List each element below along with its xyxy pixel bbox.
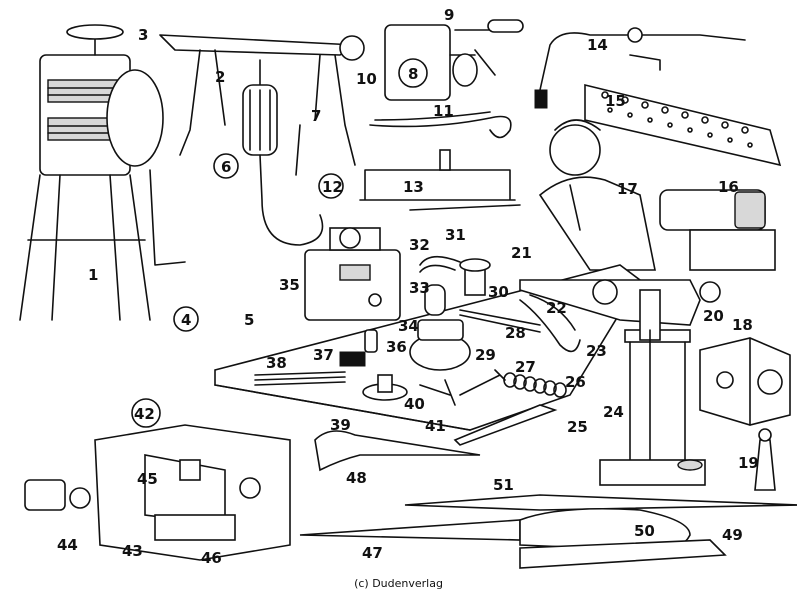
label-20: 20 [703,307,724,325]
label-22: 22 [546,299,567,317]
hammer [419,369,506,406]
label-49: 49 [722,526,743,544]
label-12: 12 [322,178,343,196]
label-6: 6 [221,158,231,176]
label-27: 27 [515,358,536,376]
draw-plate [584,83,782,167]
polishing-unit [24,424,291,561]
label-16: 16 [718,178,739,196]
label-51: 51 [493,476,514,494]
sawing-frame [159,34,365,166]
label-7: 7 [311,107,321,125]
label-42: 42 [134,405,155,423]
flat-file [519,539,727,569]
riffler-file [404,494,797,511]
label-4: 4 [181,311,191,329]
pendant-motor [242,59,324,246]
polishing-motor [384,19,524,101]
label-47: 47 [362,544,383,562]
casting-machine [304,227,401,321]
label-13: 13 [403,178,424,196]
hydraulic-press [599,289,706,486]
tweezers [459,309,541,333]
label-39: 39 [330,416,351,434]
needle-files [254,371,346,386]
label-2: 2 [215,68,225,86]
label-8: 8 [408,65,418,83]
tongs [369,111,512,139]
label-34: 34 [398,317,419,335]
label-33: 33 [409,279,430,297]
copyright-caption: (c) Dudenverlag [354,577,443,590]
label-30: 30 [488,283,509,301]
label-14: 14 [587,36,608,54]
label-23: 23 [586,342,607,360]
borax-bottle [339,329,378,367]
callout-labels: 1 2 3 4 5 6 7 8 9 10 11 12 13 14 15 16 1… [57,6,759,567]
blowpipe-torch [534,27,746,109]
label-48: 48 [346,469,367,487]
label-1: 1 [88,266,98,284]
label-10: 10 [356,70,377,88]
label-41: 41 [425,417,446,435]
gas-burner [459,258,491,296]
label-44: 44 [57,536,78,554]
label-28: 28 [505,324,526,342]
label-11: 11 [433,102,454,120]
rolling-mill [19,24,186,321]
label-17: 17 [617,180,638,198]
label-21: 21 [511,244,532,262]
label-32: 32 [409,236,430,254]
sawing-stake [362,374,408,401]
label-37: 37 [313,346,334,364]
label-31: 31 [445,226,466,244]
label-38: 38 [266,354,287,372]
label-40: 40 [404,395,425,413]
pliers [519,294,581,353]
hand-file [299,519,521,541]
goldsmith-figure [538,119,656,271]
piercing-saw [359,149,521,211]
vacuum-pump [659,189,776,271]
label-45: 45 [137,470,158,488]
label-29: 29 [475,346,496,364]
label-5: 5 [244,311,254,329]
label-15: 15 [605,92,626,110]
label-3: 3 [138,26,148,44]
label-46: 46 [201,549,222,567]
label-50: 50 [634,522,655,540]
scraper [314,430,481,472]
crucible-tongs [419,255,461,273]
doming-block [699,337,791,426]
label-19: 19 [738,454,759,472]
label-24: 24 [603,403,624,421]
engraving-ball [409,319,471,371]
label-9: 9 [444,6,454,24]
label-26: 26 [565,373,586,391]
label-36: 36 [386,338,407,356]
label-43: 43 [122,542,143,560]
label-18: 18 [732,316,753,334]
label-25: 25 [567,418,588,436]
ring-mandrel [453,404,558,446]
graver-handle [424,284,446,316]
label-35: 35 [279,276,300,294]
